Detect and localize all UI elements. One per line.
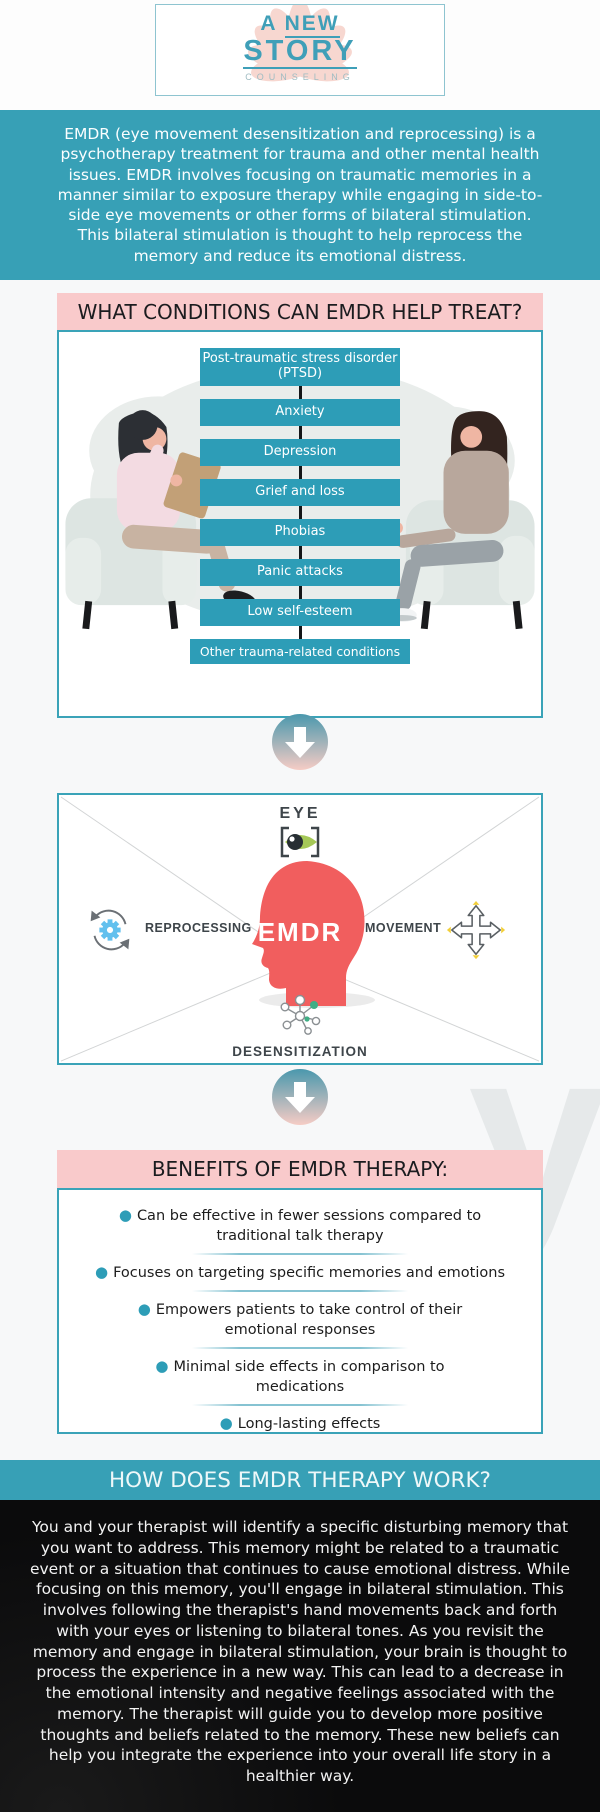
benefit-text: Long-lasting effects [237, 1416, 381, 1432]
benefits-box: ●Can be effective in fewer sessions comp… [57, 1188, 543, 1434]
lotus-petals-icon [248, 5, 352, 82]
connector-line [298, 426, 302, 439]
movement-label: MOVEMENT [365, 921, 442, 935]
conditions-box: Post-traumatic stress disorder (PTSD) An… [57, 330, 543, 718]
benefit-text: Minimal side effects in comparison to me… [173, 1359, 445, 1395]
emdr-label: EMDR [257, 917, 343, 947]
benefit-text: Focuses on targeting specific memories a… [113, 1265, 506, 1281]
condition-item: Phobias [200, 519, 400, 546]
logo-word-a: A [260, 12, 277, 35]
conditions-title: WHAT CONDITIONS CAN EMDR HELP TREAT? [57, 293, 543, 330]
benefit-item: ●Focuses on targeting specific memories … [95, 1262, 505, 1283]
condition-item: Other trauma-related conditions [190, 639, 410, 664]
logo-text: A NEW STORY COUNSELING [156, 12, 444, 82]
logo-line-2: STORY [156, 35, 444, 69]
logo-word-story: STORY [243, 35, 357, 69]
logo-word-new: NEW [284, 12, 340, 38]
eye-label: EYE [279, 805, 321, 822]
connector-line [298, 546, 302, 559]
condition-item: Anxiety [200, 399, 400, 426]
reprocessing-label: REPROCESSING [145, 921, 252, 935]
condition-item: Post-traumatic stress disorder (PTSD) [200, 348, 400, 386]
intro-text: EMDR (eye movement desensitization and r… [57, 124, 543, 265]
reprocessing-cycle-icon [90, 909, 130, 951]
down-arrow-icon [272, 714, 328, 770]
bullet-icon: ● [118, 1206, 132, 1224]
connector-line [298, 386, 302, 399]
bullet-icon: ● [94, 1263, 109, 1281]
down-arrow-icon [272, 1069, 328, 1125]
how-description: You and your therapist will identify a s… [0, 1500, 600, 1812]
benefit-item: ●Long-lasting effects [220, 1413, 381, 1434]
benefit-text: Can be effective in fewer sessions compa… [136, 1208, 482, 1244]
logo-subtitle: COUNSELING [245, 71, 355, 82]
divider-line [192, 1290, 408, 1292]
desensitization-label: DESENSITIZATION [232, 1044, 368, 1059]
condition-item: Panic attacks [200, 559, 400, 586]
logo-line-1: A NEW [156, 12, 444, 38]
eye-icon [280, 826, 320, 858]
emdr-diagram: EYE EMDR REPROCESSING MOVEMENT [57, 793, 543, 1065]
benefit-item: ●Empowers patients to take control of th… [130, 1299, 470, 1340]
benefits-list: ●Can be effective in fewer sessions comp… [59, 1190, 541, 1434]
bullet-icon: ● [137, 1300, 151, 1318]
connector-line [298, 466, 302, 479]
desensitization-molecule-icon [280, 994, 321, 1035]
connector-line [298, 506, 302, 519]
divider-line [192, 1253, 408, 1255]
condition-item: Grief and loss [200, 479, 400, 506]
bullet-icon: ● [219, 1414, 233, 1432]
connector-line [298, 586, 302, 599]
bullet-icon: ● [155, 1357, 169, 1375]
condition-item: Depression [200, 439, 400, 466]
divider-line [192, 1347, 408, 1349]
benefit-item: ●Can be effective in fewer sessions comp… [85, 1205, 515, 1246]
divider-line [192, 1404, 408, 1406]
connector-line [298, 626, 302, 639]
logo: A NEW STORY COUNSELING [155, 4, 445, 96]
benefit-text: Empowers patients to take control of the… [155, 1302, 463, 1338]
conditions-list: Post-traumatic stress disorder (PTSD) An… [59, 348, 541, 664]
condition-item: Low self-esteem [200, 599, 400, 626]
movement-arrows-icon [446, 900, 506, 960]
intro-band: EMDR (eye movement desensitization and r… [0, 110, 600, 280]
benefit-item: ●Minimal side effects in comparison to m… [150, 1356, 450, 1397]
benefits-title: BENEFITS OF EMDR THERAPY: [57, 1150, 543, 1188]
how-title: HOW DOES EMDR THERAPY WORK? [0, 1460, 600, 1500]
